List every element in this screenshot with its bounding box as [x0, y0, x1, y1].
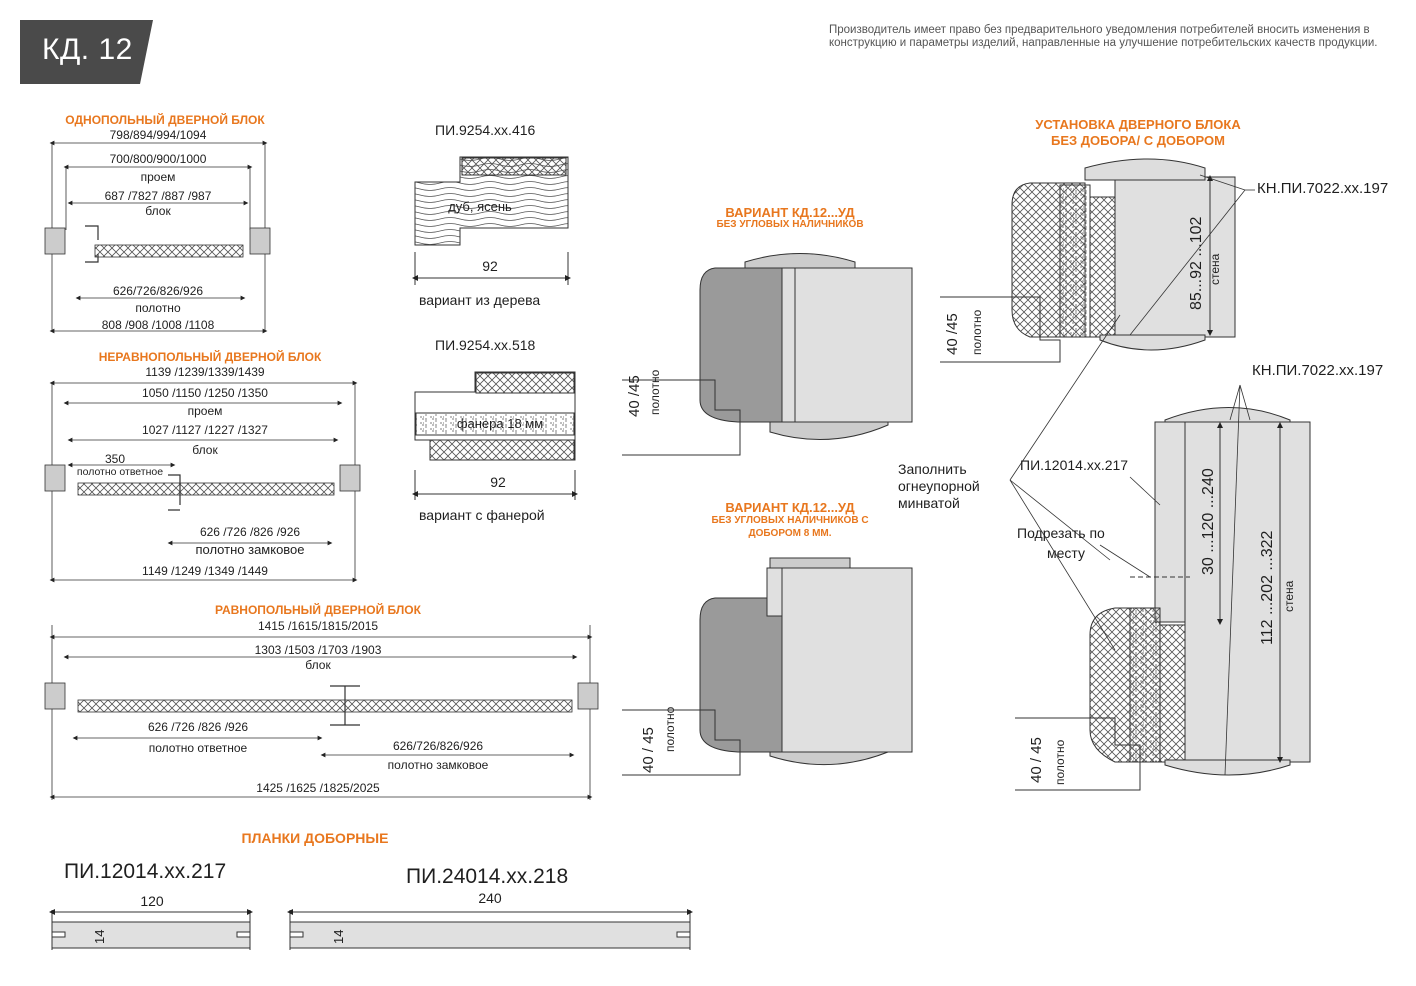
wood-profile	[412, 156, 571, 285]
wood-profile-code: ПИ.9254.xx.416	[435, 122, 536, 138]
unequal-dim-bottom: 1149 /1249 /1349 /1449	[142, 564, 268, 578]
plywood-material: фанера 18 мм	[456, 416, 544, 431]
cut-label-2: месту	[1047, 545, 1085, 561]
unequal-dim-overall: 1139 /1239/1339/1439	[145, 365, 265, 379]
unequal-label-opening: проем	[187, 404, 223, 418]
install-title-2: БЕЗ ДОБОРА/ С ДОБОРОМ	[1050, 133, 1225, 148]
unequal-dim-leaf: 626 /726 /826 /926	[199, 525, 301, 539]
plank1-width: 120	[140, 893, 164, 909]
wall-dim-bottom: 112 ...202 ...322	[1259, 530, 1276, 645]
unequal-label-small: полотно ответное	[76, 466, 164, 478]
single-block-title: ОДНОПОЛЬНЫЙ ДВЕРНОЙ БЛОК	[65, 113, 265, 127]
part-code-top: КН.ПИ.7022.xx.197	[1257, 180, 1389, 197]
fill-label-2: огнеупорной	[898, 478, 980, 494]
single-dim-opening: 700/800/900/1000	[109, 152, 207, 166]
wood-material: дуб, ясень	[448, 199, 512, 214]
plywood-width: 92	[490, 474, 506, 490]
ext-dim: 30 ...120 ...240	[1200, 468, 1217, 575]
variant1-thickness: 40 /45	[626, 375, 643, 417]
unequal-block-title: НЕРАВНОПОЛЬНЫЙ ДВЕРНОЙ БЛОК	[98, 350, 322, 364]
variant1-title: ВАРИАНТ КД.12...УД	[725, 205, 855, 220]
install-leaf-label-top: полотно	[970, 309, 984, 355]
disclaimer-text: Производитель имеет право без предварите…	[829, 24, 1378, 49]
single-label-opening: проем	[140, 170, 176, 184]
unequal-label-leaf: полотно замковое	[195, 542, 305, 557]
fill-leader-lines	[1009, 314, 1121, 651]
equal-block-drawing	[44, 625, 599, 800]
variant1-subtitle: БЕЗ УГЛОВЫХ НАЛИЧНИКОВ	[716, 219, 864, 230]
wall-dim-top: 85...92 ...102	[1188, 216, 1205, 310]
variant2-title: ВАРИАНТ КД.12...УД	[725, 500, 855, 515]
equal-dim-block: 1303 /1503 /1703 /1903	[254, 643, 382, 657]
variant1-drawing	[622, 253, 913, 456]
page-badge-label: КД. 12	[42, 33, 133, 66]
unequal-dim-small: 350	[104, 452, 126, 466]
plank2-width: 240	[478, 890, 502, 906]
variant2-subtitle-1: БЕЗ УГЛОВЫХ НАЛИЧНИКОВ С	[711, 515, 869, 526]
installation-top-drawing	[940, 158, 1255, 363]
plank2-code: ПИ.24014.xx.218	[406, 865, 569, 888]
equal-dim-right: 626/726/826/926	[392, 739, 484, 753]
part-code-bottom: КН.ПИ.7022.xx.197	[1252, 362, 1384, 379]
wood-caption: вариант из дерева	[419, 292, 541, 308]
wall-label-bottom: стена	[1282, 580, 1296, 612]
extension-planks-drawing	[49, 909, 693, 950]
single-label-leaf: полотно	[135, 301, 181, 315]
unequal-dim-block: 1027 /1127 /1227 /1327	[142, 423, 268, 437]
variant2-thickness: 40 / 45	[640, 727, 657, 773]
variant2-leaf-label: полотно	[663, 706, 677, 752]
unequal-block-drawing	[44, 380, 361, 583]
plywood-caption: вариант с фанерой	[419, 507, 545, 523]
equal-block-title: РАВНОПОЛЬНЫЙ ДВЕРНОЙ БЛОК	[215, 603, 421, 617]
equal-label-left: полотно ответное	[148, 741, 248, 755]
cut-label-1: Подрезать по	[1017, 525, 1105, 541]
single-block-drawing	[44, 140, 271, 334]
variant1-leaf-label: полотно	[648, 369, 662, 415]
extension-code-label: ПИ.12014.xx.217	[1020, 457, 1129, 473]
wall-label-top: стена	[1208, 253, 1222, 285]
plywood-profile-code: ПИ.9254.xx.518	[435, 337, 536, 353]
install-thickness-bottom: 40 / 45	[1028, 737, 1045, 783]
equal-label-block: блок	[305, 658, 331, 672]
install-leaf-label-bottom: полотно	[1053, 739, 1067, 785]
single-label-block: блок	[145, 204, 171, 218]
equal-dim-overall: 1415 /1615/1815/2015	[257, 619, 379, 633]
single-dim-leaf: 626/726/826/926	[112, 284, 204, 298]
header-badge	[20, 20, 153, 84]
equal-dim-bottom: 1425 /1625 /1825/2025	[256, 781, 380, 795]
single-dim-block: 687 /7827 /887 /987	[104, 189, 212, 203]
fill-label-1: Заполнить	[898, 461, 967, 477]
plank2-thickness: 14	[331, 929, 346, 944]
plywood-profile	[412, 371, 578, 500]
unequal-label-block: блок	[192, 443, 218, 457]
extensions-title: ПЛАНКИ ДОБОРНЫЕ	[241, 830, 389, 846]
single-dim-bottom: 808 /908 /1008 /1108	[101, 318, 215, 332]
install-title-1: УСТАНОВКА ДВЕРНОГО БЛОКА	[1035, 117, 1241, 132]
unequal-dim-opening: 1050 /1150 /1250 /1350	[142, 386, 268, 400]
plank1-code: ПИ.12014.xx.217	[64, 860, 227, 883]
plank1-thickness: 14	[92, 929, 107, 944]
variant2-subtitle-2: ДОБОРОМ 8 ММ.	[748, 528, 832, 539]
installation-bottom-drawing	[1015, 384, 1311, 791]
install-thickness-top: 40 /45	[944, 313, 961, 355]
wood-width: 92	[482, 258, 498, 274]
fill-label-3: минватой	[898, 495, 960, 511]
equal-dim-left: 626 /726 /826 /926	[147, 720, 249, 734]
equal-label-right: полотно замковое	[387, 758, 489, 772]
variant2-drawing	[622, 557, 913, 776]
single-dim-overall: 798/894/994/1094	[109, 128, 207, 142]
